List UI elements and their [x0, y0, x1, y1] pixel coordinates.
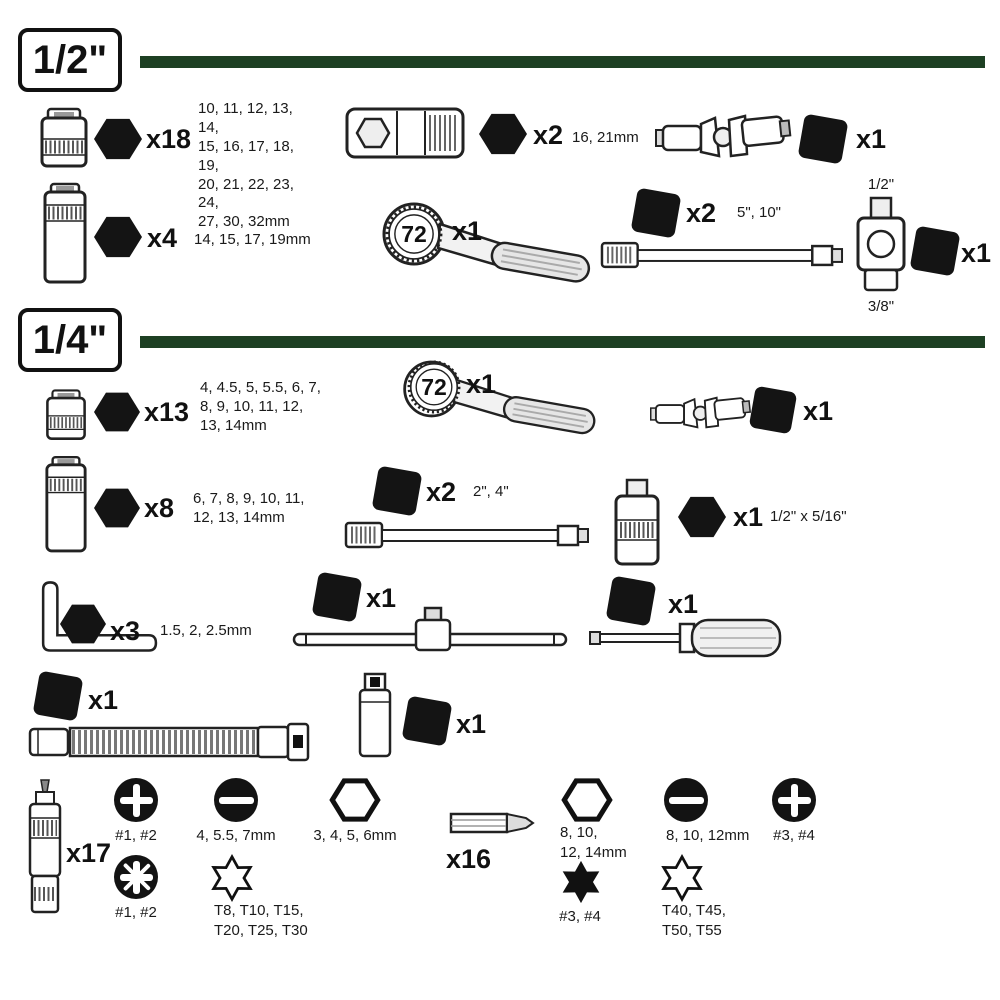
quarter-hex-key-sizes: 1.5, 2, 2.5mm [160, 622, 252, 639]
pozidriv-bit-icon [114, 855, 158, 899]
hex-large-sizes: 8, 10, 12, 14mm [560, 824, 627, 861]
section-header-half: 1/2" [18, 28, 122, 92]
hex-bit-image [448, 806, 536, 840]
hex-socket-icon [60, 602, 106, 646]
quarter-extension-qty: x2 [426, 477, 457, 507]
section-header-quarter: 1/4" [18, 308, 122, 372]
half-ratchet-qty: x1 [452, 216, 483, 246]
section-label-quarter: 1/4" [32, 317, 108, 362]
half-adapter-qty: x1 [961, 238, 992, 268]
hex-bit-icon [564, 780, 610, 820]
quarter-deep-socket-image [44, 452, 88, 558]
quarter-ratchet-qty: x1 [466, 369, 497, 399]
torx-small-sizes: T8, T10, T15, T20, T25, T30 [214, 902, 308, 939]
half-universal-joint-image [655, 104, 792, 172]
star-bit-icon [558, 859, 604, 905]
quarter-bit-adapter-qty: x1 [733, 502, 764, 532]
square-drive-icon [797, 113, 849, 165]
quarter-spinner-qty: x1 [668, 589, 699, 619]
hex-socket-icon [94, 117, 142, 161]
section-divider-half [140, 56, 985, 68]
slotted-large-sizes: 8, 10, 12mm [666, 827, 750, 844]
quarter-flexible-extension-image [28, 720, 312, 764]
torx-bit-icon [659, 855, 705, 901]
quarter-extension-sizes: 2", 4" [473, 483, 509, 500]
phillips-large-sizes: #3, #4 [773, 827, 815, 844]
ratchet-teeth-badge: 72 [385, 205, 443, 263]
quarter-bit-adapter-sizes: 1/2" x 5/16" [770, 508, 847, 525]
half-deep-socket-sizes: 14, 15, 17, 19mm [194, 231, 311, 248]
torx-large-sizes: T40, T45, T50, T55 [662, 902, 726, 939]
quarter-deep-socket-sizes: 6, 7, 8, 9, 10, 11, 12, 13, 14mm [193, 490, 305, 526]
hex-bit-icon [332, 780, 378, 820]
hex-socket-icon [94, 487, 140, 529]
quarter-hex-key-qty: x3 [110, 616, 141, 646]
square-drive-icon [32, 670, 84, 722]
quarter-ratchet-teeth: 72 [421, 373, 447, 400]
quarter-bit-driver-qty: x17 [66, 838, 112, 868]
hex-socket-icon [678, 495, 726, 539]
half-universal-joint-qty: x1 [856, 124, 887, 154]
quarter-shallow-socket-image [44, 384, 88, 446]
half-shallow-socket-image [38, 106, 90, 170]
quarter-bit-driver-image [22, 778, 68, 914]
half-spark-plug-sizes: 16, 21mm [572, 129, 639, 146]
quarter-spinner-handle-image [588, 616, 782, 660]
quarter-bit-holder-qty: x1 [456, 709, 487, 739]
half-adapter-from-label: 1/2" [867, 176, 895, 193]
square-drive-icon [748, 385, 798, 435]
quarter-deep-socket-qty: x8 [144, 493, 175, 523]
quarter-shallow-socket-sizes: 4, 4.5, 5, 5.5, 6, 7, 8, 9, 10, 11, 12, … [200, 379, 321, 434]
half-deep-socket-image [42, 182, 88, 286]
square-drive-icon [401, 695, 453, 747]
quarter-universal-joint-qty: x1 [803, 396, 834, 426]
half-deep-socket-qty: x4 [147, 223, 178, 253]
half-shallow-socket-sizes: 10, 11, 12, 13, 14, 15, 16, 17, 18, 19, … [198, 100, 294, 231]
quarter-bit-adapter-image [608, 478, 666, 568]
half-extension-bar-image [600, 238, 846, 272]
slotted-small-sizes: 4, 5.5, 7mm [196, 827, 276, 844]
half-spark-plug-qty: x2 [533, 120, 564, 150]
hex-socket-icon [94, 391, 140, 433]
quarter-t-bar-image [292, 606, 568, 654]
square-drive-icon [371, 465, 423, 517]
half-extension-qty: x2 [686, 198, 717, 228]
hex-socket-icon [94, 215, 142, 259]
torx-bit-icon [209, 855, 255, 901]
phillips-bit-icon [772, 778, 816, 822]
square-drive-icon [909, 225, 961, 277]
half-adapter-image [852, 196, 910, 294]
hex-small-sizes: 3, 4, 5, 6mm [313, 827, 397, 844]
star-sizes: #3, #4 [559, 908, 601, 925]
half-shallow-socket-qty: x18 [146, 124, 192, 154]
quarter-flex-extension-qty: x1 [88, 685, 119, 715]
half-adapter-to-label: 3/8" [867, 298, 895, 315]
phillips-small-sizes: #1, #2 [115, 827, 157, 844]
quarter-t-bar-qty: x1 [366, 583, 397, 613]
square-drive-icon [630, 187, 682, 239]
quarter-hex-key-image [34, 578, 160, 656]
ratchet-teeth-badge: 72 [407, 360, 461, 414]
slotted-bit-icon [214, 778, 258, 822]
bits-qty: x16 [446, 844, 492, 874]
half-ratchet-teeth: 72 [401, 220, 427, 247]
phillips-bit-icon [114, 778, 158, 822]
quarter-shallow-socket-qty: x13 [144, 397, 190, 427]
quarter-universal-joint-image [650, 383, 752, 445]
pozidriv-sizes: #1, #2 [115, 904, 157, 921]
section-label-half: 1/2" [32, 37, 108, 82]
quarter-extension-bar-image [344, 518, 592, 552]
slotted-bit-icon [664, 778, 708, 822]
quarter-bit-holder-image [352, 672, 398, 760]
half-spark-plug-socket-image [345, 101, 465, 165]
half-extension-sizes: 5", 10" [737, 204, 782, 221]
section-divider-quarter [140, 336, 985, 348]
hex-socket-icon [479, 112, 527, 156]
